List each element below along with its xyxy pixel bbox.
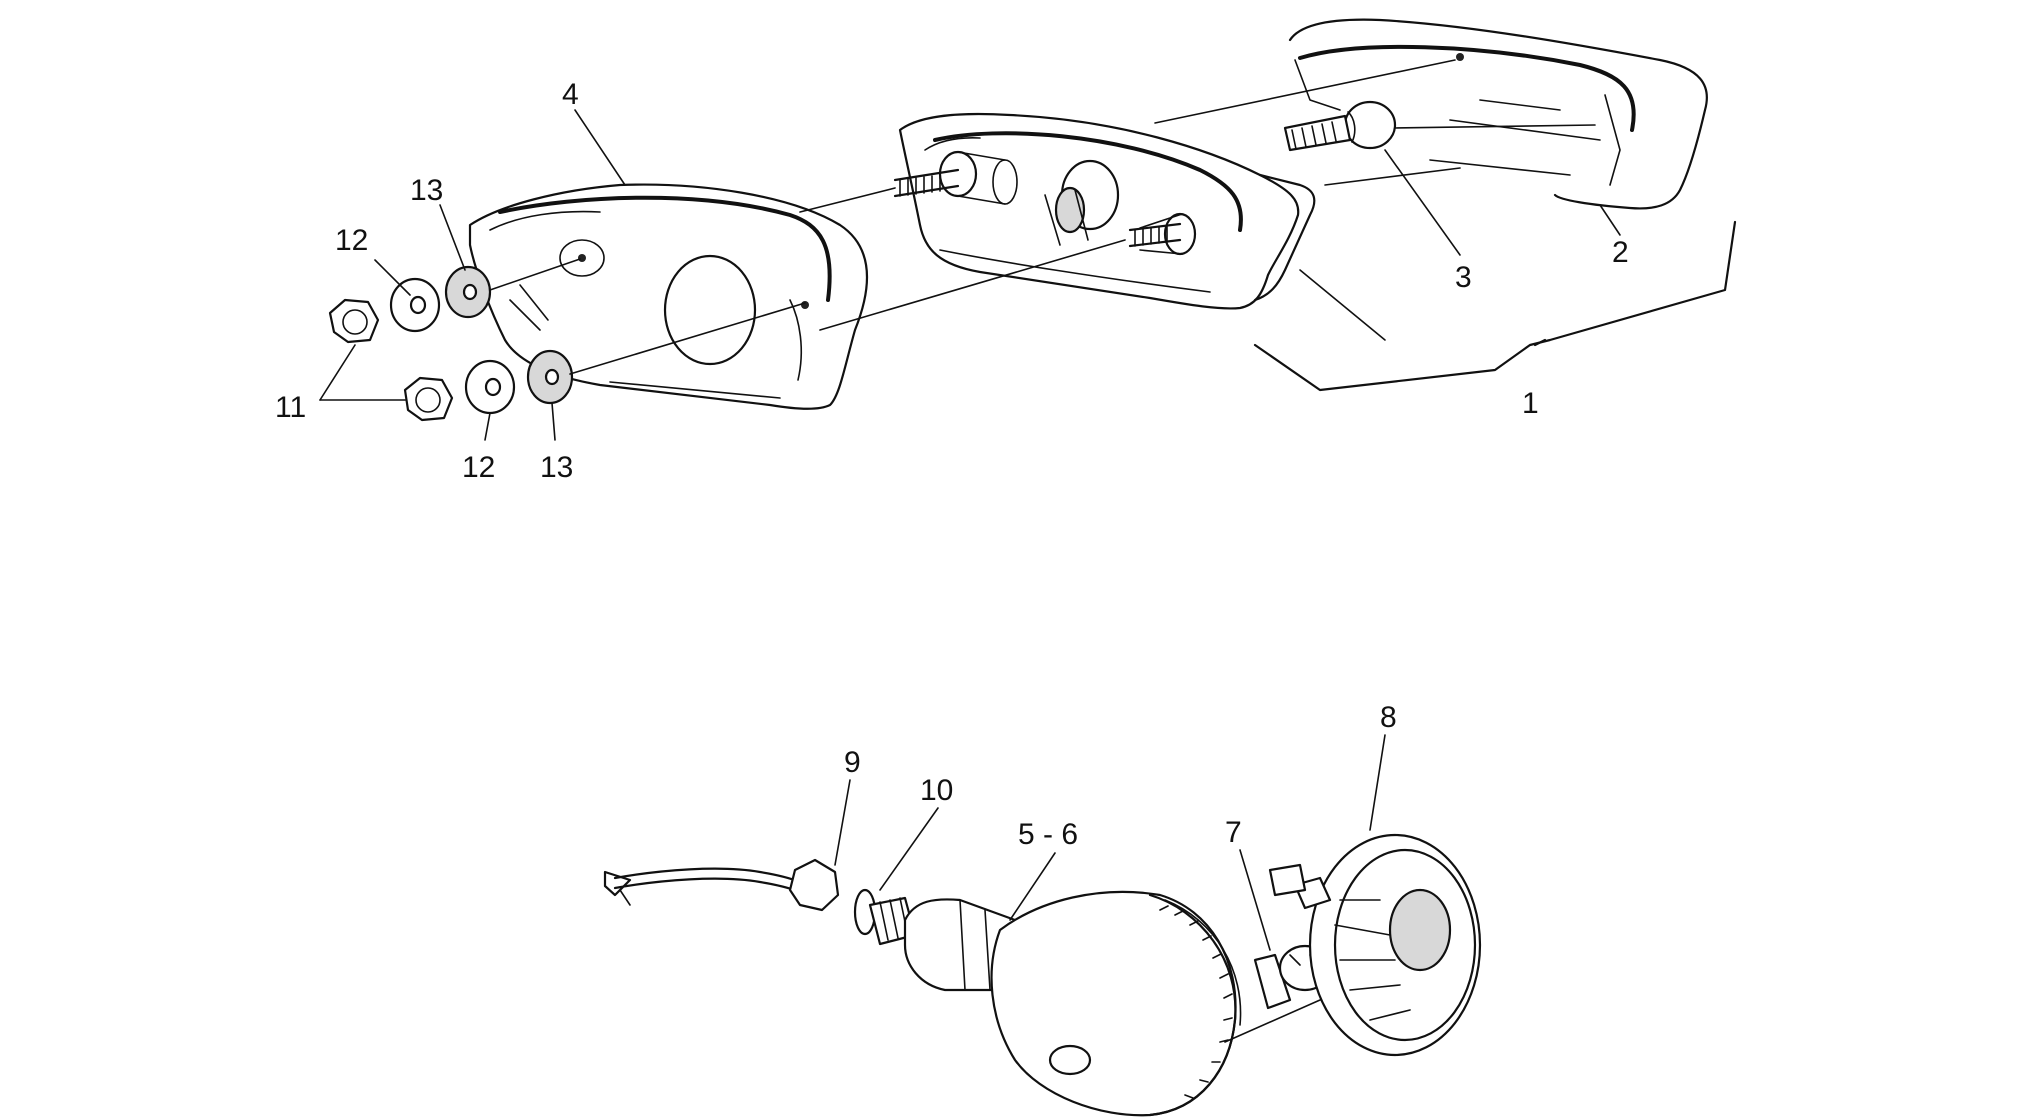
bottom-axis-lines bbox=[1224, 999, 1321, 1043]
tail-light-base-part-2 bbox=[1288, 18, 1708, 210]
lens-ring-part-8 bbox=[1268, 833, 1482, 1057]
grommet-lower bbox=[526, 349, 574, 405]
washer-lower bbox=[464, 359, 516, 415]
callout-7: 7 bbox=[1225, 816, 1242, 849]
callout-1: 1 bbox=[1522, 387, 1539, 420]
callout-4: 4 bbox=[562, 78, 579, 111]
assembly-axis-lines bbox=[489, 59, 1596, 375]
callout-10: 10 bbox=[920, 774, 953, 807]
callout-8: 8 bbox=[1380, 701, 1397, 734]
turn-signal-wire bbox=[603, 867, 802, 906]
grommet-upper bbox=[444, 265, 492, 319]
assembly-bracket bbox=[1253, 220, 1737, 392]
leader-lines-top bbox=[319, 109, 1621, 441]
callout-5-6: 5 - 6 bbox=[1018, 818, 1078, 851]
callout-2: 2 bbox=[1612, 236, 1629, 269]
leader-lines-bottom bbox=[834, 734, 1386, 951]
washer-upper bbox=[389, 277, 441, 333]
callout-12-upper: 12 bbox=[335, 224, 368, 257]
turn-signal-body-part-5-6 bbox=[868, 890, 1242, 1117]
callout-9: 9 bbox=[844, 746, 861, 779]
callout-13-lower: 13 bbox=[540, 451, 573, 484]
nut-upper bbox=[328, 298, 380, 344]
tail-light-housing-part-1 bbox=[893, 112, 1316, 310]
callout-11: 11 bbox=[275, 391, 306, 424]
callout-13-upper: 13 bbox=[410, 174, 443, 207]
callout-12-lower: 12 bbox=[462, 451, 495, 484]
nut-lower bbox=[403, 376, 454, 422]
nut-part-9 bbox=[788, 858, 840, 912]
callout-labels: 4 13 12 11 12 13 3 2 1 9 10 5 - 6 7 8 bbox=[275, 78, 1629, 851]
hardware-fasteners bbox=[328, 265, 574, 422]
bulb-part-3 bbox=[1283, 100, 1397, 152]
callout-3: 3 bbox=[1455, 261, 1472, 294]
